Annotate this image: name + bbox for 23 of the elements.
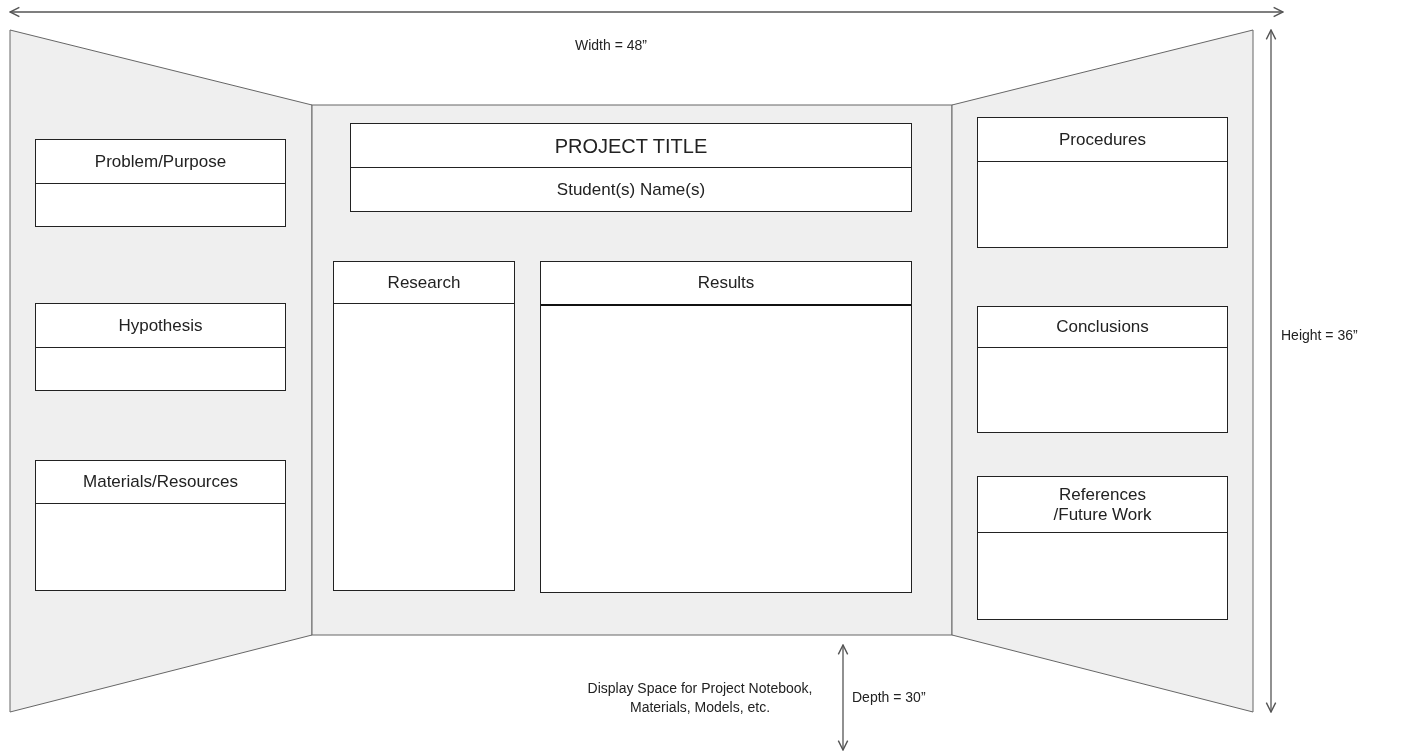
note-text: Display Space for Project Notebook, Materials, Models, etc. xyxy=(586,679,814,717)
section-box xyxy=(333,261,515,591)
dimension-label: Depth = 30” xyxy=(852,688,926,707)
section-box xyxy=(35,139,286,227)
section-heading: References /Future Work xyxy=(1052,484,1153,525)
section-heading: Hypothesis xyxy=(118,315,203,336)
section-box xyxy=(540,261,912,593)
section-box xyxy=(977,117,1228,248)
section-box xyxy=(35,303,286,391)
section-box xyxy=(977,306,1228,433)
dimension-label: Height = 36” xyxy=(1281,326,1358,345)
name-text: Student(s) Name(s) xyxy=(556,179,706,200)
dimension-label: Width = 48” xyxy=(575,36,647,55)
section-box xyxy=(35,460,286,591)
title-text: PROJECT TITLE xyxy=(554,135,708,156)
section-heading: Conclusions xyxy=(1056,317,1149,337)
section-box xyxy=(977,476,1228,620)
section-heading: Problem/Purpose xyxy=(94,151,227,172)
section-heading: Procedures xyxy=(1059,129,1146,150)
section-box xyxy=(350,123,912,212)
section-heading: Materials/Resources xyxy=(83,472,238,492)
section-heading: Research xyxy=(387,272,461,293)
section-heading: Results xyxy=(697,273,755,293)
